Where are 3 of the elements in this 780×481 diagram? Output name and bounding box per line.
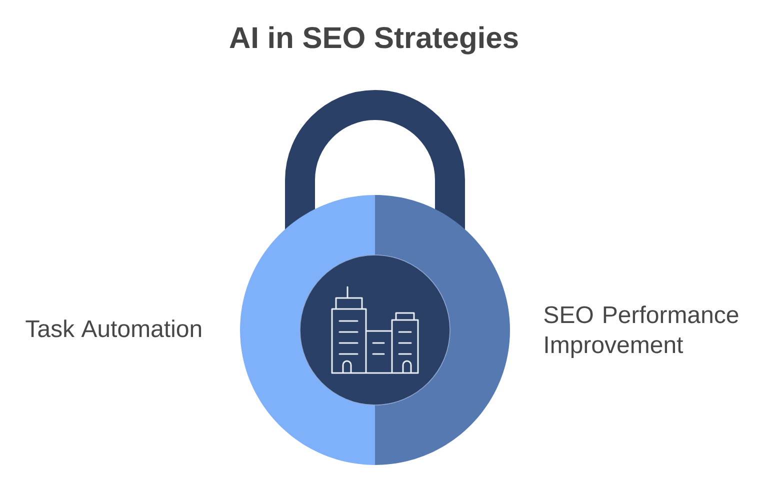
side-label: SEO Performance Improvement <box>544 306 738 358</box>
title: AI in SEO Strategies <box>230 26 518 54</box>
side-label: Task Automation <box>26 320 202 338</box>
